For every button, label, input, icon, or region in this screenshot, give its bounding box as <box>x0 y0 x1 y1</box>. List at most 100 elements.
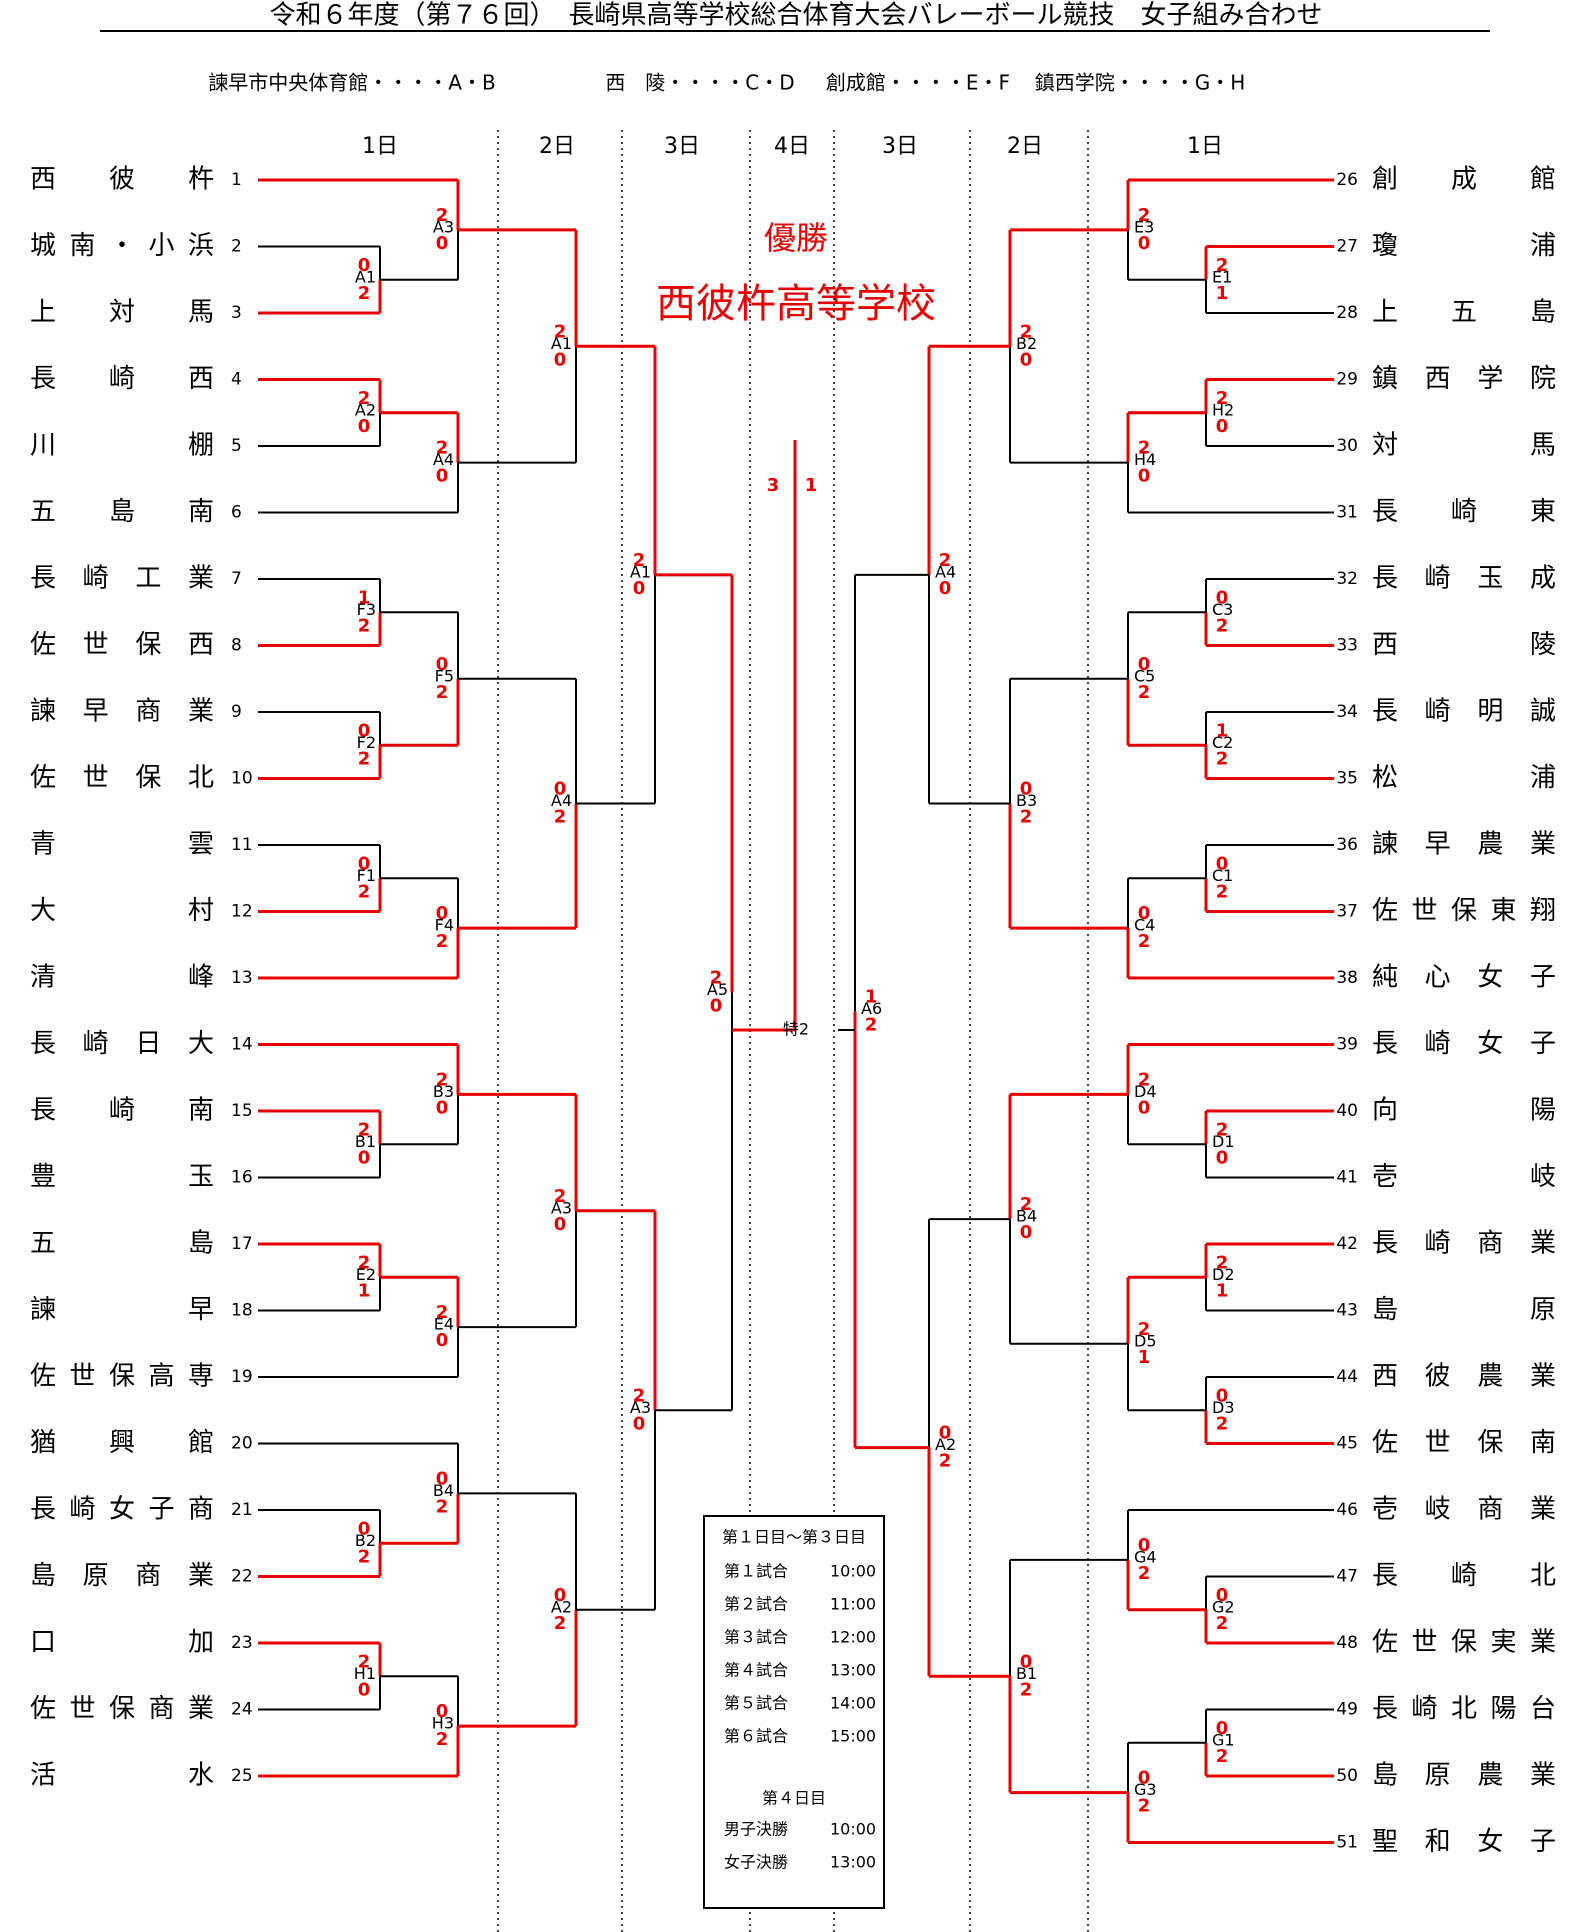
match-code: A6 <box>861 999 882 1018</box>
score-top: 2 <box>1138 1319 1151 1340</box>
team-number: 26 <box>1336 170 1358 190</box>
score-bottom: 2 <box>436 1496 449 1517</box>
team-number: 45 <box>1336 1434 1358 1454</box>
score-top: 2 <box>436 1302 449 1323</box>
team-number: 15 <box>231 1101 253 1121</box>
team-name: 口加 <box>30 1628 214 1658</box>
score-top: 2 <box>358 1651 371 1672</box>
team-name: 長崎南 <box>30 1096 214 1126</box>
team-name: 佐世保高専 <box>30 1362 214 1392</box>
match-code: B3 <box>433 1082 454 1101</box>
team-number: 20 <box>231 1434 253 1454</box>
match-code: D5 <box>1134 1331 1157 1350</box>
schedule-label: 第１試合 <box>724 1562 788 1581</box>
team-name: 松浦 <box>1372 763 1556 793</box>
schedule-box <box>703 1515 885 1909</box>
match-code: B2 <box>1016 334 1037 353</box>
match-code: A2 <box>551 1597 572 1616</box>
team-name: 瓊浦 <box>1372 231 1556 261</box>
match-code: G4 <box>1134 1547 1157 1566</box>
team-number: 47 <box>1336 1567 1358 1587</box>
score-bottom: 0 <box>358 416 371 437</box>
score-bottom: 2 <box>1138 1563 1151 1584</box>
match-code: E4 <box>434 1315 454 1334</box>
score-bottom: 0 <box>939 578 952 599</box>
team-number: 2 <box>231 237 242 257</box>
team-number: 19 <box>231 1367 253 1387</box>
team-name: 諫早 <box>30 1295 214 1325</box>
schedule-label: 第４試合 <box>724 1661 788 1680</box>
match-code: A4 <box>551 791 572 810</box>
team-name: 西彼農業 <box>1372 1362 1556 1392</box>
match-code: H2 <box>1212 400 1234 419</box>
schedule-label: 第６試合 <box>724 1727 788 1746</box>
match-code: C2 <box>1212 733 1233 752</box>
schedule-label: 第２試合 <box>724 1595 788 1614</box>
match-code: A2 <box>355 400 376 419</box>
match-code: D3 <box>1212 1398 1235 1417</box>
match-code: G1 <box>1212 1730 1235 1749</box>
score-top: 2 <box>1020 1194 1033 1215</box>
team-number: 34 <box>1336 702 1358 722</box>
score-top: 0 <box>358 255 371 276</box>
team-name: 五島 <box>30 1229 214 1259</box>
team-number: 31 <box>1336 503 1358 523</box>
page-title: 令和６年度（第７６回） 長崎県高等学校総合体育大会バレーボール競技 女子組み合わ… <box>269 1 1322 31</box>
match-code: A3 <box>630 1398 651 1417</box>
final-score-left: 3 <box>767 475 780 496</box>
match-code: F5 <box>435 666 454 685</box>
team-number: 38 <box>1336 968 1358 988</box>
team-name: 長崎東 <box>1372 497 1556 527</box>
match-code: A1 <box>630 562 651 581</box>
team-name: 豊玉 <box>30 1162 214 1192</box>
schedule-heading: 第４日目 <box>762 1789 826 1808</box>
match-code: B3 <box>1016 791 1037 810</box>
team-name: 壱岐商業 <box>1372 1495 1556 1525</box>
team-name: 活水 <box>30 1761 214 1791</box>
score-bottom: 0 <box>1138 233 1151 254</box>
score-bottom: 2 <box>1138 1796 1151 1817</box>
score-top: 1 <box>358 587 371 608</box>
team-number: 7 <box>231 569 242 589</box>
match-code: B1 <box>355 1132 376 1151</box>
team-name: 創成館 <box>1372 165 1556 195</box>
score-bottom: 1 <box>358 1280 371 1301</box>
match-code: F3 <box>357 600 376 619</box>
schedule-time: 15:00 <box>830 1727 876 1746</box>
team-name: 川棚 <box>30 431 214 461</box>
team-number: 42 <box>1336 1234 1358 1254</box>
match-code: A3 <box>433 217 454 236</box>
champion-school: 西彼杵高等学校 <box>656 281 936 327</box>
score-top: 0 <box>939 1423 952 1444</box>
score-bottom: 0 <box>554 1214 567 1235</box>
team-name: 向陽 <box>1372 1096 1556 1126</box>
day-label: 4日 <box>774 134 810 159</box>
score-top: 2 <box>1138 438 1151 459</box>
score-bottom: 0 <box>1020 349 1033 370</box>
team-number: 43 <box>1336 1301 1358 1321</box>
score-top: 2 <box>1138 205 1151 226</box>
team-name: 佐世保東翔 <box>1372 896 1556 926</box>
score-bottom: 2 <box>436 1729 449 1750</box>
score-top: 2 <box>358 1119 371 1140</box>
team-number: 10 <box>231 769 253 789</box>
match-code: D2 <box>1212 1265 1235 1284</box>
team-number: 49 <box>1336 1700 1358 1720</box>
team-number: 28 <box>1336 303 1358 323</box>
schedule-time: 13:00 <box>830 1853 876 1872</box>
team-name: 佐世保商業 <box>30 1694 214 1724</box>
schedule-time: 10:00 <box>830 1562 876 1581</box>
score-bottom: 0 <box>1138 1097 1151 1118</box>
match-code: D1 <box>1212 1132 1235 1151</box>
score-top: 0 <box>358 720 371 741</box>
match-code: A1 <box>551 334 572 353</box>
team-number: 25 <box>231 1766 253 1786</box>
match-code: F2 <box>357 733 376 752</box>
score-top: 0 <box>1216 1718 1229 1739</box>
score-top: 2 <box>436 438 449 459</box>
venue-legend: 創成館・・・・E・F <box>826 71 1010 95</box>
schedule-time: 11:00 <box>830 1595 876 1614</box>
team-name: 上五島 <box>1372 298 1556 328</box>
score-bottom: 2 <box>865 1014 878 1035</box>
